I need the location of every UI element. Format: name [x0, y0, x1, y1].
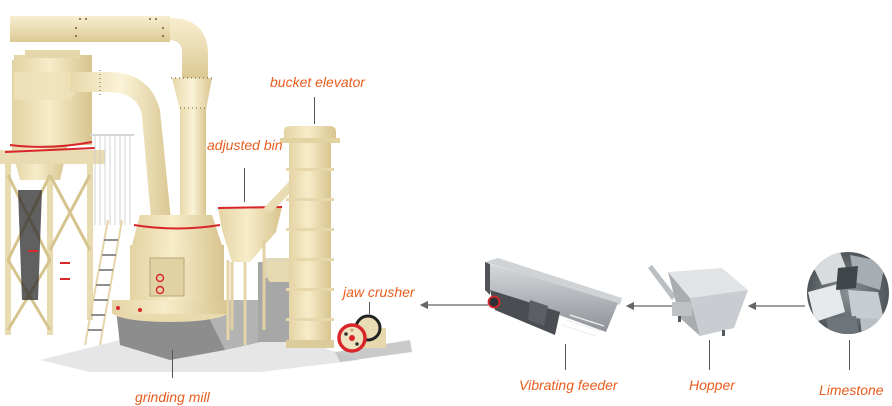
leader-grinding-mill — [172, 350, 173, 378]
leader-adjusted-bin — [244, 168, 245, 202]
label-vibrating-feeder: Vibrating feeder — [519, 377, 618, 393]
label-bucket-elevator: bucket elevator — [270, 74, 365, 90]
label-limestone: Limestone — [819, 382, 884, 398]
label-jaw-crusher: jaw crusher — [343, 284, 415, 300]
leader-bucket-elevator — [314, 97, 315, 124]
leader-vibrating-feeder — [565, 344, 566, 370]
leader-hopper — [709, 340, 710, 370]
leader-jaw-crusher — [369, 302, 370, 314]
label-hopper: Hopper — [689, 377, 735, 393]
rock-pile-icon — [807, 252, 889, 334]
bucket-elevator-icon — [280, 126, 340, 348]
label-adjusted-bin: adjusted bin — [207, 137, 283, 153]
vibrating-feeder-icon — [485, 258, 622, 337]
leader-limestone — [849, 340, 850, 370]
bin-icon — [217, 170, 306, 330]
label-grinding-mill: grinding mill — [135, 389, 210, 405]
jaw-crusher-icon — [335, 314, 412, 362]
hopper-icon — [648, 265, 748, 336]
